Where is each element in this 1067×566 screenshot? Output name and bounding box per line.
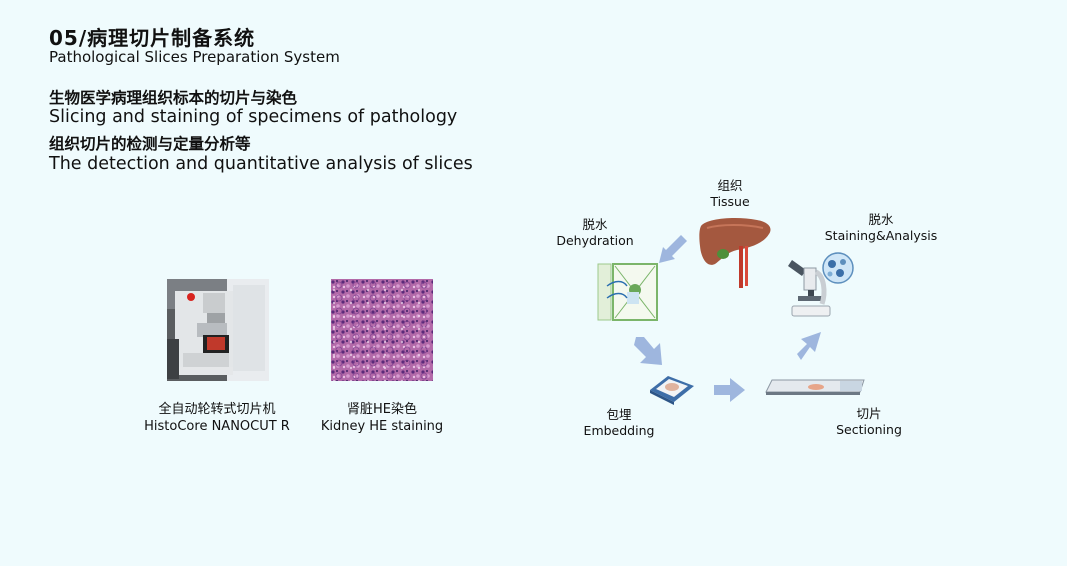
arrow-embedding-to-sectioning (714, 378, 745, 402)
arrow-dehydration-to-embedding (634, 337, 662, 365)
microtome-caption-en: HistoCore NANOCUT R (144, 419, 290, 434)
step-tissue-label: 组织 Tissue (690, 178, 770, 210)
kidney-caption: 肾脏HE染色 Kidney HE staining (300, 401, 464, 435)
microtome-photo (167, 279, 269, 381)
microtome-caption-cn: 全自动轮转式切片机 (158, 402, 276, 417)
kidney-caption-cn: 肾脏HE染色 (347, 402, 417, 417)
description-line2-en: The detection and quantitative analysis … (49, 154, 473, 174)
step-dehydration-cn: 脱水 (582, 217, 608, 232)
arrow-tissue-to-dehydration (659, 235, 687, 263)
step-staining-en: Staining&Analysis (824, 228, 938, 243)
step-staining-label: 脱水 Staining&Analysis (821, 212, 941, 244)
description-line2-cn: 组织切片的检测与定量分析等 (49, 135, 251, 153)
microtome-caption: 全自动轮转式切片机 HistoCore NANOCUT R (127, 401, 307, 435)
step-dehydration-en: Dehydration (556, 233, 634, 248)
arrow-sectioning-to-staining (797, 332, 821, 360)
step-tissue-en: Tissue (710, 194, 750, 209)
step-embedding-cn: 包埋 (606, 407, 632, 422)
cell-dehydration-icon (597, 263, 658, 321)
kidney-he-stain-photo (331, 279, 433, 381)
page-subtitle: Pathological Slices Preparation System (49, 48, 340, 66)
step-tissue-cn: 组织 (717, 178, 743, 193)
description-line1-en: Slicing and staining of specimens of pat… (49, 107, 458, 127)
step-dehydration-label: 脱水 Dehydration (553, 217, 637, 249)
page-title: 05/病理切片制备系统 (49, 26, 256, 50)
microscope-icon (788, 252, 854, 317)
liver-icon (699, 218, 771, 288)
step-embedding-label: 包埋 Embedding (578, 407, 660, 439)
kidney-caption-en: Kidney HE staining (320, 419, 444, 434)
embedding-cassette-icon (650, 376, 694, 405)
step-embedding-en: Embedding (583, 423, 655, 438)
glass-slide-icon (765, 379, 865, 395)
step-sectioning-cn: 切片 (856, 406, 882, 421)
step-sectioning-en: Sectioning (836, 422, 902, 437)
step-sectioning-label: 切片 Sectioning (830, 406, 908, 438)
step-staining-cn: 脱水 (868, 212, 894, 227)
description-line1-cn: 生物医学病理组织标本的切片与染色 (49, 89, 298, 107)
